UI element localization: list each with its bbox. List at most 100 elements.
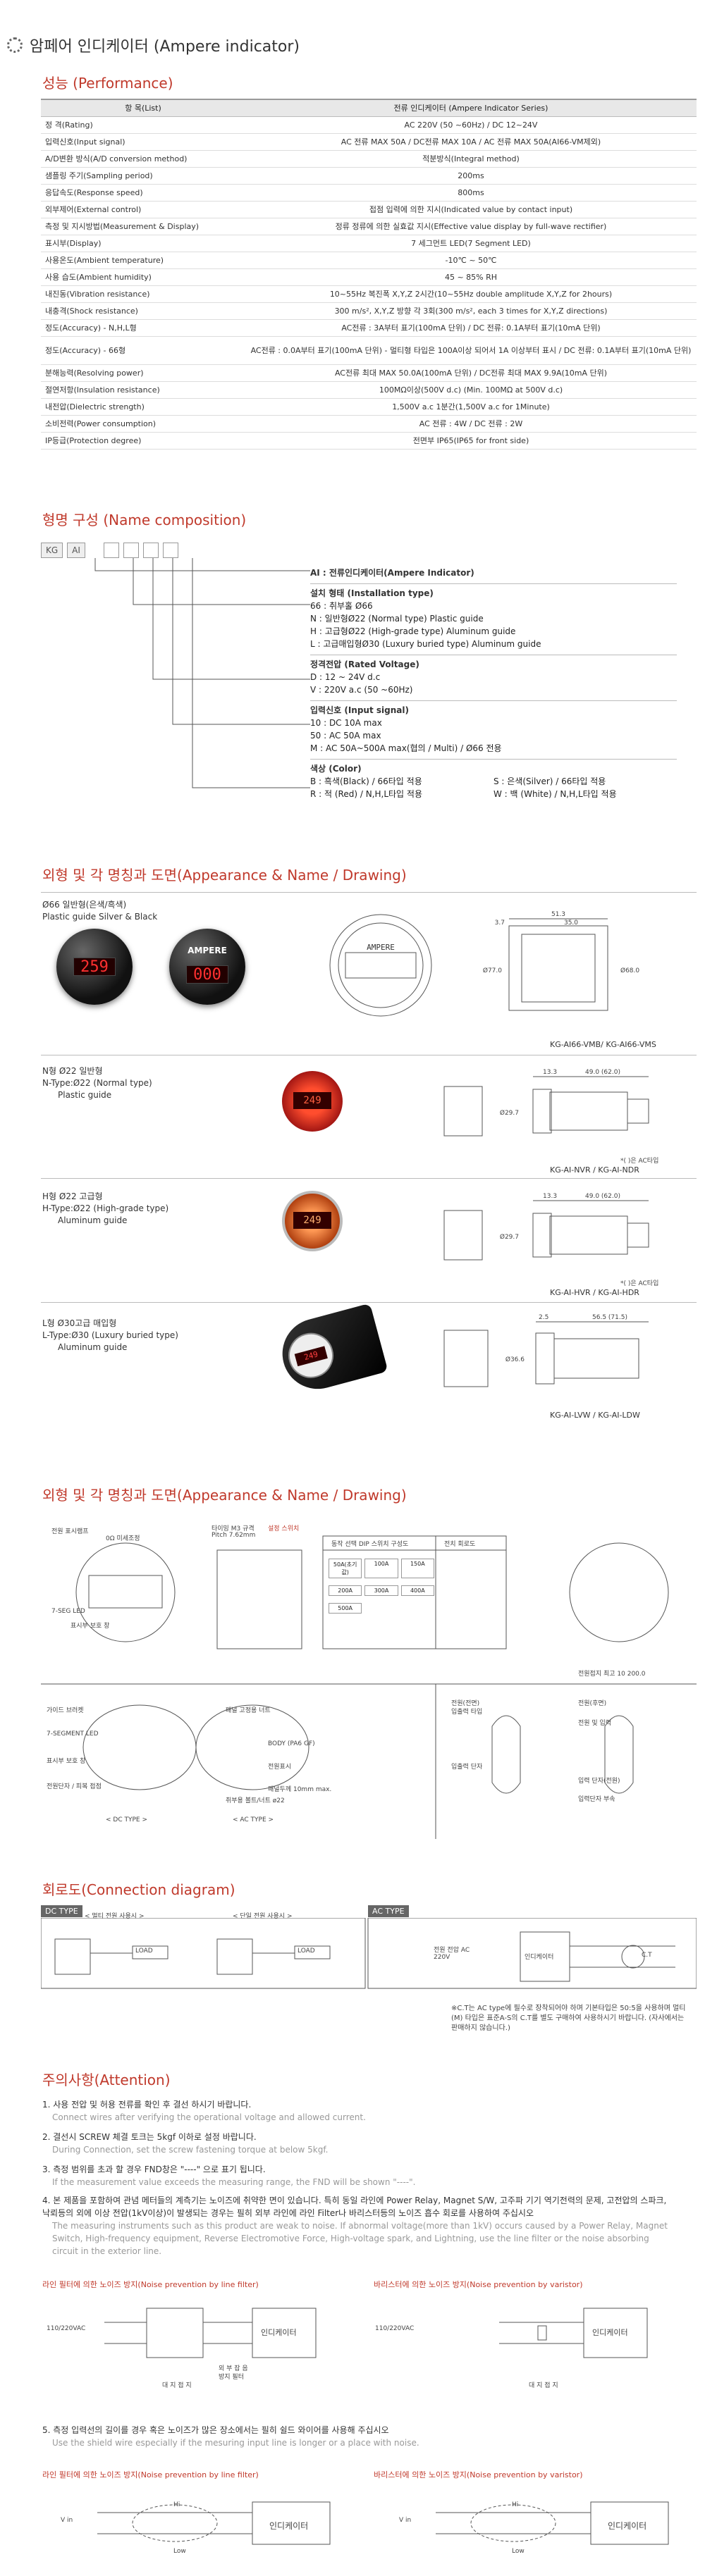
spec-value: 300 m/s², X,Y,Z 방향 각 3회(300 m/s², each 3…: [245, 302, 697, 320]
spec-value: 전면부 IP65(IP65 for front side): [245, 432, 697, 450]
part-label: 패널 고정용 너트: [226, 1707, 271, 1714]
attention-item: 4. 본 제품을 포함하여 관념 메터들의 계측기는 노이즈에 취약한 면이 있…: [42, 2194, 677, 2258]
attention-ko: 4. 본 제품을 포함하여 관념 메터들의 계측기는 노이즈에 취약한 면이 있…: [42, 2196, 667, 2218]
part-label: 가이드 브러켓: [47, 1707, 84, 1714]
type-label-line: L형 Ø30고급 매입형: [42, 1318, 117, 1328]
type-label-line: N-Type:Ø22 (Normal type): [42, 1078, 152, 1088]
composition-group-head: 입력신호 (Input signal): [310, 705, 409, 715]
type-h-label: H형 Ø22 고급형 H-Type:Ø22 (High-grade type) …: [42, 1191, 168, 1227]
spec-key: 내전압(Dielectric strength): [41, 398, 245, 416]
dim-35: 35.0: [564, 919, 578, 927]
meter-label: 인디케이터: [525, 1954, 554, 1961]
composition-group-head: 정격전압 (Rated Voltage): [310, 660, 419, 669]
composition-group-head: AI : 전류인디케이터(Ampere Indicator): [310, 568, 474, 578]
spec-key: 정 격(Rating): [41, 116, 245, 134]
part-label: 입력단자 부속: [578, 1796, 615, 1803]
composition-option: M : AC 50A~500A max(협의 / Multi) / Ø66 전용: [310, 743, 502, 753]
type-label-line: Ø66 일반형(은색/흑색): [42, 900, 127, 910]
meter-label: 인디케이터: [261, 2328, 297, 2337]
color-option: S : 은색(Silver) / 66타입 적용: [494, 776, 606, 786]
label-terminal: 타이밍 M3 규격: [212, 1525, 255, 1532]
code-kg: KG: [41, 543, 63, 558]
spec-value: 100MΩ이상(500V d.c) (Min. 100MΩ at 500V d.…: [245, 381, 697, 399]
color-option: R : 적 (Red) / N,H,L타입 적용: [310, 789, 422, 799]
part-label: 패널두께 10mm max.: [268, 1786, 332, 1793]
low-label: Low: [512, 2548, 525, 2555]
meter-display: 249: [293, 1212, 331, 1229]
spec-key: 정도(Accuracy) - 66형: [41, 336, 245, 365]
appearance-title: 외형 및 각 명칭과 도면(Appearance & Name / Drawin…: [42, 867, 407, 884]
spec-key: IP등급(Protection degree): [41, 432, 245, 450]
meter-label: 인디케이터: [269, 2521, 309, 2531]
spec-row: 정 격(Rating)AC 220V (50 ~60Hz) / DC 12~24…: [41, 116, 697, 134]
meter-h-photo: 249: [282, 1191, 343, 1251]
model-66: KG-AI66-VMB/ KG-AI66-VMS: [550, 1040, 656, 1049]
composition-option: 10 : DC 10A max: [310, 718, 382, 728]
spec-value: -10℃ ~ 50℃: [245, 252, 697, 269]
spec-key: 내진동(Vibration resistance): [41, 285, 245, 303]
spec-row: 표시부(Display)7 세그먼트 LED(7 Segment LED): [41, 235, 697, 252]
spec-row: 내진동(Vibration resistance)10~55Hz 복진폭 X,Y…: [41, 285, 697, 303]
attention-ko: 3. 측정 범위를 초과 할 경우 FND창은 "----" 으로 표기 됩니다…: [42, 2165, 266, 2174]
col-value: 전류 인디케이터 (Ampere Indicator Series): [245, 99, 697, 117]
spec-key: 입력신호(Input signal): [41, 133, 245, 151]
spec-row: 내충격(Shock resistance)300 m/s², X,Y,Z 방향 …: [41, 302, 697, 320]
part-label: 전원(전면): [451, 1700, 480, 1707]
part-label: 전원표시: [268, 1764, 292, 1771]
power-label: 전원 전압 AC 220V: [434, 1947, 470, 1961]
ground-note: 대 지 접 지: [162, 2382, 192, 2389]
meter-66-front-labeled: AMPERE 000: [169, 929, 245, 1005]
svg-text:13.3: 13.3: [543, 1193, 557, 1200]
code-slot: [162, 543, 178, 558]
meter-66-front: 259: [56, 929, 133, 1005]
spec-value: AC전류 : 0.0A부터 표기(100mA 단위) - 멀티형 타입은 100…: [245, 336, 697, 365]
dip-option: 300A: [364, 1585, 398, 1596]
spec-key: 분해능력(Resolving power): [41, 364, 245, 382]
connection-note: ※C.T는 AC type에 필수로 장착되어야 하며 기본타입은 50:5을 …: [451, 2005, 686, 2032]
model-h: KG-AI-HVR / KG-AI-HDR: [550, 1288, 639, 1297]
low-label: Low: [173, 2548, 186, 2555]
spec-row: 측정 및 지시방법(Measurement & Display)정류 정류에 의…: [41, 218, 697, 235]
spec-value: AC전류 최대 MAX 50.0A(100mA 단위) / DC전류 최대 MA…: [245, 364, 697, 382]
spec-value: 접점 입력에 의한 지시(Indicated value by contact …: [245, 201, 697, 218]
meter-display: 249: [293, 1092, 331, 1109]
divider: [41, 892, 697, 893]
meter-display: 259: [73, 958, 116, 976]
part-label: 표시부 보호 창: [47, 1758, 86, 1765]
dc-multi-label: < 멀티 전원 사용시 >: [85, 1913, 145, 1920]
color-option: B : 흑색(Black) / 66타입 적용: [310, 776, 422, 786]
model-l: KG-AI-LVW / KG-AI-LDW: [550, 1411, 640, 1420]
spec-row: 분해능력(Resolving power)AC전류 최대 MAX 50.0A(1…: [41, 364, 697, 382]
attention-ko: 1. 사용 전압 및 허용 전류를 확인 후 결선 하시기 바랍니다.: [42, 2100, 252, 2110]
spec-value: AC전류 : 3A부터 표기(100mA 단위) / DC 전류: 0.1A부터…: [245, 319, 697, 337]
composition-option: D : 12 ~ 24V d.c: [310, 672, 381, 682]
label-7seg: 7-SEG LED: [51, 1608, 85, 1615]
spec-key: 사용온도(Ambient temperature): [41, 252, 245, 269]
spec-key: 샘플링 주기(Sampling period): [41, 167, 245, 185]
dip-option: 400A: [400, 1585, 434, 1596]
load-label: LOAD: [298, 1948, 315, 1955]
meter-label: 인디케이터: [592, 2328, 628, 2337]
spec-value: 200ms: [245, 167, 697, 185]
type-label-line: H형 Ø22 고급형: [42, 1191, 103, 1201]
filter-title-2: 라인 필터에 의한 노이즈 방지(Noise prevention by lin…: [42, 2470, 259, 2479]
varistor-title-2: 바리스터에 의한 노이즈 방지(Noise prevention by vari…: [374, 2470, 583, 2479]
composition-list: AI : 전류인디케이터(Ampere Indicator) 설치 형태 (Ins…: [310, 564, 677, 805]
spec-value: 45 ~ 85% RH: [245, 268, 697, 286]
attention-en: If the measurement value exceeds the mea…: [52, 2177, 416, 2187]
footer-note: 전원접지 최고 10 200.0: [578, 1671, 646, 1678]
color-options: B : 흑색(Black) / 66타입 적용 S : 은색(Silver) / …: [310, 775, 677, 800]
composition-group-head: 설치 형태 (Installation type): [310, 588, 434, 598]
drawing-n: 13.3 49.0 (62.0) Ø29.7: [443, 1069, 649, 1137]
composition-group: AI : 전류인디케이터(Ampere Indicator): [310, 564, 677, 584]
spec-key: A/D변환 방식(A/D conversion method): [41, 150, 245, 168]
ct-label: C.T: [642, 1952, 652, 1959]
type-label-line: N형 Ø22 일반형: [42, 1066, 103, 1076]
spec-value: 1,500V a.c 1분간(1,500V a.c for 1Minute): [245, 398, 697, 416]
vin-label: V in: [399, 2517, 412, 2524]
